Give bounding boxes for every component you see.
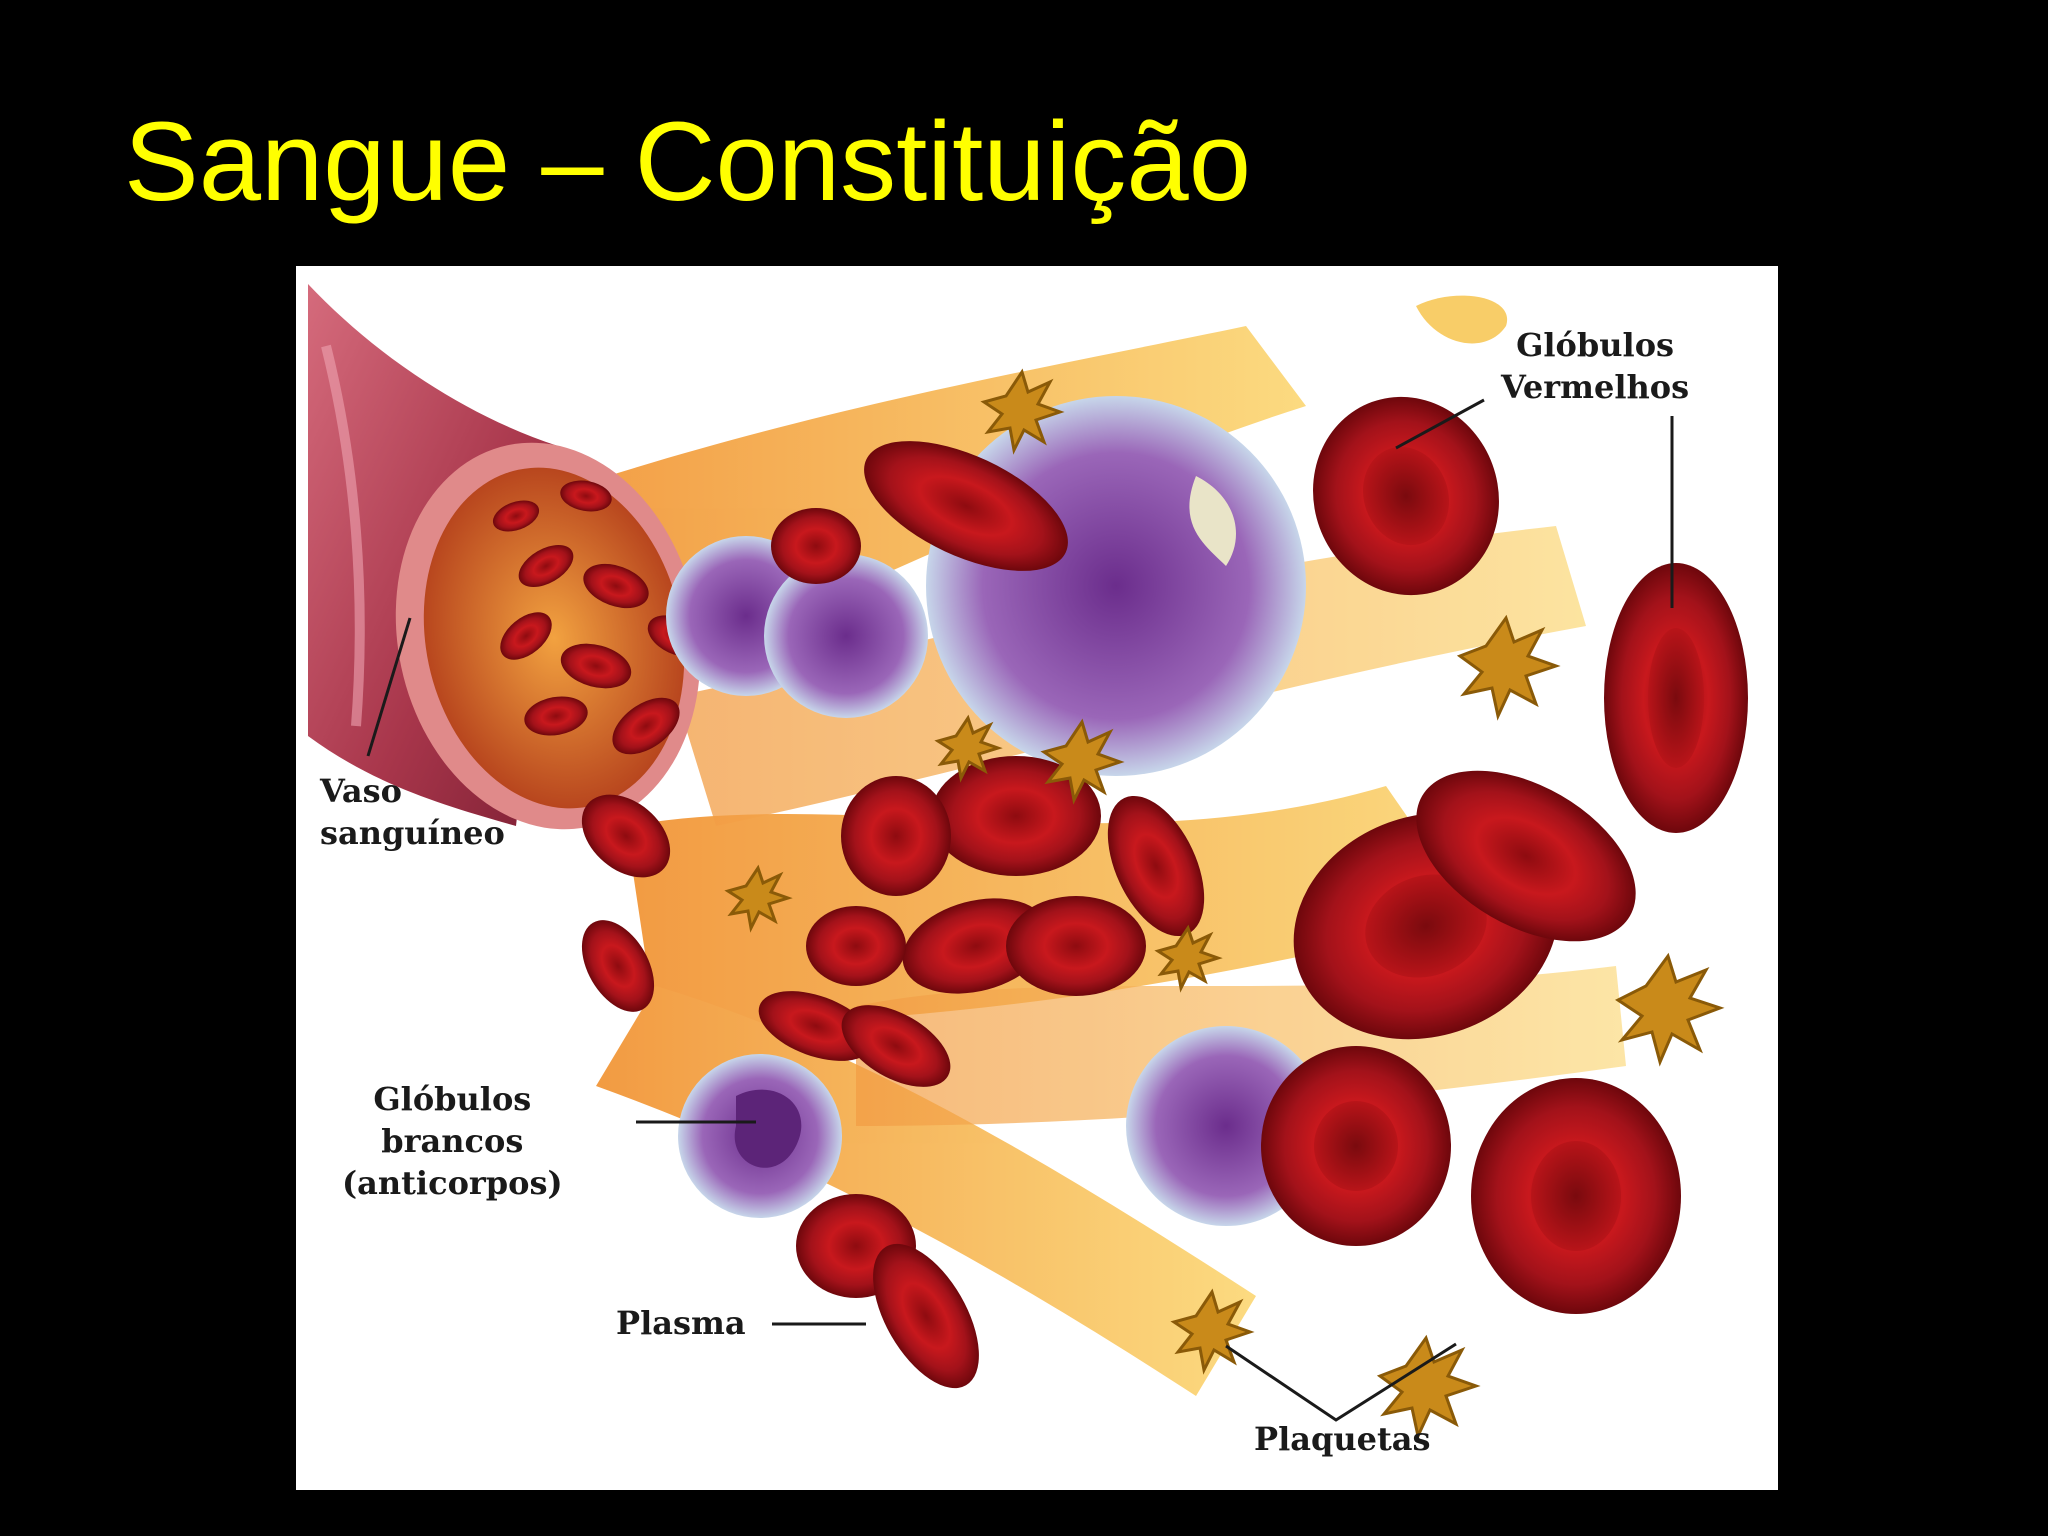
label-white-cells-line2: brancos — [381, 1122, 524, 1160]
label-white-cells-line1: Glóbulos — [373, 1080, 532, 1118]
blood-composition-illustration: Glóbulos Vermelhos Vaso sanguíneo Glóbul… — [296, 266, 1778, 1490]
blood-illustration-svg — [308, 284, 1748, 1441]
label-red-cells-line2: Vermelhos — [1501, 368, 1690, 406]
white-cell-medium — [764, 554, 928, 718]
label-white-cells-line3: (anticorpos) — [342, 1164, 563, 1202]
leader-lines — [366, 398, 1674, 1422]
label-platelets: Plaquetas — [1254, 1420, 1431, 1458]
label-vessel: Vaso sanguíneo — [320, 770, 505, 854]
label-vessel-line2: sanguíneo — [320, 814, 505, 852]
slide-title: Sangue – Constituição — [124, 99, 1251, 224]
red-blood-cells — [581, 396, 1748, 1389]
leader-line-vessel — [366, 617, 412, 757]
vessel-red-cells — [492, 480, 705, 755]
platelets — [724, 368, 1725, 1441]
label-red-cells: Glóbulos Vermelhos — [1501, 324, 1689, 408]
label-white-cells: Glóbulos brancos (anticorpos) — [342, 1078, 563, 1204]
label-plasma: Plasma — [616, 1304, 746, 1342]
leader-line-platelets — [1225, 1342, 1457, 1422]
white-cell-large — [926, 396, 1306, 776]
label-red-cells-line1: Glóbulos — [1516, 326, 1675, 364]
label-vessel-line1: Vaso — [320, 772, 402, 810]
leader-line-red-cell-1 — [1395, 398, 1485, 450]
